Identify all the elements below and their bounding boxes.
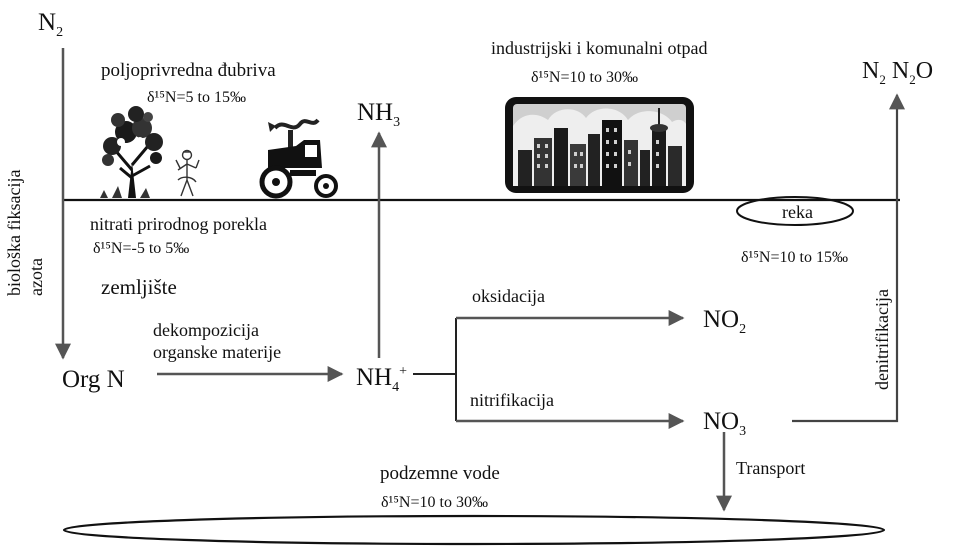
n2-source-label: N2 bbox=[38, 9, 63, 40]
denitrification-label: denitrifikacija bbox=[872, 289, 892, 390]
svg-text:azota: azota bbox=[26, 258, 46, 296]
nh4-label: NH4+ bbox=[356, 364, 407, 395]
river-isotope-label: δ¹⁵N=10 to 15‰ bbox=[741, 249, 848, 266]
biological-fixation-label: biološka fiksacija azota bbox=[4, 170, 46, 296]
groundwater-label: podzemne vode bbox=[380, 463, 500, 484]
fertilizer-label: poljoprivredna đubriva bbox=[101, 60, 276, 81]
no2-label: NO2 bbox=[703, 306, 746, 337]
transport-label: Transport bbox=[736, 458, 805, 478]
groundwater-isotope-label: δ¹⁵N=10 to 30‰ bbox=[381, 494, 488, 511]
tractor-icon bbox=[259, 118, 338, 199]
farmer-figure-icon bbox=[175, 149, 200, 197]
natural-nitrates-label: nitrati prirodnog porekla bbox=[90, 214, 267, 234]
tree-icon bbox=[100, 106, 163, 198]
industrial-waste-label: industrijski i komunalni otpad bbox=[491, 38, 708, 58]
nh3-label: NH3 bbox=[357, 99, 400, 130]
city-skyline-icon bbox=[505, 97, 694, 193]
soil-label: zemljište bbox=[101, 275, 177, 299]
natural-nitrates-isotope-label: δ¹⁵N=-5 to 5‰ bbox=[93, 240, 189, 257]
river-ellipse bbox=[736, 196, 854, 226]
no3-label: NO3 bbox=[703, 408, 746, 439]
org-n-label: Org N bbox=[62, 366, 125, 393]
decomposition-label-line2: organske materije bbox=[153, 342, 281, 362]
fertilizer-isotope-label: δ¹⁵N=5 to 15‰ bbox=[147, 89, 246, 106]
denitrification-path bbox=[792, 93, 905, 423]
nitrification-label: nitrifikacija bbox=[470, 390, 554, 410]
decomposition-label-line1: dekompozicija bbox=[153, 320, 259, 340]
svg-text:biološka fiksacija: biološka fiksacija bbox=[4, 170, 24, 296]
industrial-isotope-label: δ¹⁵N=10 to 30‰ bbox=[531, 69, 638, 86]
branch-bracket bbox=[413, 318, 457, 421]
groundwater-ellipse bbox=[62, 514, 886, 546]
river-label: reka bbox=[782, 202, 813, 222]
oxidation-label: oksidacija bbox=[472, 286, 545, 306]
